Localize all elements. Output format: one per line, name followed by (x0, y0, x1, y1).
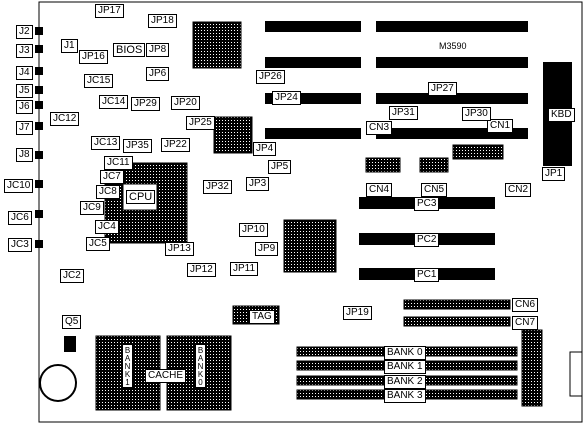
label-jc7: JC7 (100, 170, 124, 184)
label-jp17: JP17 (95, 4, 124, 18)
label-jc13: JC13 (91, 136, 121, 150)
label-jp20: JP20 (171, 96, 200, 110)
cn6-header (403, 299, 511, 310)
label-j5: J5 (16, 84, 33, 98)
label-bank2: BANK 2 (384, 375, 426, 389)
label-j2: J2 (16, 25, 33, 39)
label-cn3: CN3 (366, 121, 393, 135)
label-jp25: JP25 (186, 116, 215, 130)
label-cn1: CN1 (487, 119, 514, 133)
label-j8: J8 (16, 148, 33, 162)
label-q5: Q5 (62, 315, 82, 329)
label-jc14: JC14 (99, 95, 129, 109)
label-j7: J7 (16, 121, 33, 135)
chipset-bottom (283, 219, 337, 273)
label-bank0: BANK 0 (384, 346, 426, 360)
label-jc12: JC12 (50, 112, 80, 126)
label-pc3: PC3 (414, 197, 440, 211)
label-jp19: JP19 (343, 306, 372, 320)
label-cache-bank0: BANK0 (195, 344, 206, 388)
label-jc10: JC10 (4, 179, 34, 193)
label-jc8: JC8 (96, 185, 120, 199)
label-m3590: M3590 (439, 41, 467, 51)
cn4-header (365, 157, 401, 173)
label-jp22: JP22 (161, 138, 190, 152)
kbd-connector-notch (569, 351, 583, 397)
left-headers (35, 27, 43, 248)
label-jp30: JP30 (462, 107, 491, 121)
label-jp13: JP13 (165, 242, 194, 256)
label-jp4: JP4 (253, 142, 277, 156)
label-jp35: JP35 (123, 139, 152, 153)
chipset-top (192, 21, 242, 69)
label-jp24: JP24 (272, 91, 301, 105)
label-jp27: JP27 (428, 82, 457, 96)
label-bios: BIOS (113, 43, 146, 57)
label-jc5: JC5 (86, 237, 110, 251)
isa-slots (265, 21, 528, 139)
label-j6: J6 (16, 100, 33, 114)
label-cpu: CPU (126, 190, 156, 204)
cn2-header (452, 144, 504, 160)
label-tag: TAG (249, 310, 275, 324)
label-cn2: CN2 (505, 183, 532, 197)
label-cache: CACHE (145, 369, 187, 383)
label-jp18: JP18 (148, 14, 177, 28)
label-jp32: JP32 (203, 180, 232, 194)
label-jp5: JP5 (268, 160, 292, 174)
label-jc9: JC9 (80, 201, 104, 215)
label-kbd: KBD (548, 108, 575, 122)
label-jp3: JP3 (246, 177, 270, 191)
label-jp31: JP31 (389, 106, 418, 120)
label-jp26: JP26 (256, 70, 285, 84)
label-jp12: JP12 (187, 263, 216, 277)
cn7-header (403, 316, 511, 327)
label-jc6: JC6 (8, 211, 32, 225)
battery (39, 364, 77, 402)
label-j1: J1 (61, 39, 78, 53)
label-pc1: PC1 (414, 268, 440, 282)
label-jc4: JC4 (95, 220, 119, 234)
simm-clip-strip (521, 329, 543, 407)
label-jp6: JP6 (146, 67, 170, 81)
label-bank1: BANK 1 (384, 360, 426, 374)
label-j3: J3 (16, 44, 33, 58)
label-jc15: JC15 (84, 74, 114, 88)
label-cache-bank1: BANK1 (122, 344, 133, 388)
label-cn6: CN6 (512, 298, 539, 312)
label-jc2: JC2 (60, 269, 84, 283)
label-jp8: JP8 (146, 43, 170, 57)
cn5-header (419, 157, 449, 173)
label-jp16: JP16 (79, 50, 108, 64)
label-cn7: CN7 (512, 316, 539, 330)
label-j4: J4 (16, 66, 33, 80)
label-jp10: JP10 (239, 223, 268, 237)
label-jp1: JP1 (542, 167, 566, 181)
label-cn5: CN5 (421, 183, 448, 197)
label-cn4: CN4 (366, 183, 393, 197)
label-jp9: JP9 (255, 242, 279, 256)
label-jp29: JP29 (131, 97, 160, 111)
label-jc11: JC11 (104, 156, 133, 170)
label-jc3: JC3 (8, 238, 32, 252)
label-jp11: JP11 (230, 262, 259, 276)
chipset-middle (213, 116, 253, 154)
q5-part (64, 336, 76, 352)
label-bank3: BANK 3 (384, 389, 426, 403)
label-pc2: PC2 (414, 233, 440, 247)
